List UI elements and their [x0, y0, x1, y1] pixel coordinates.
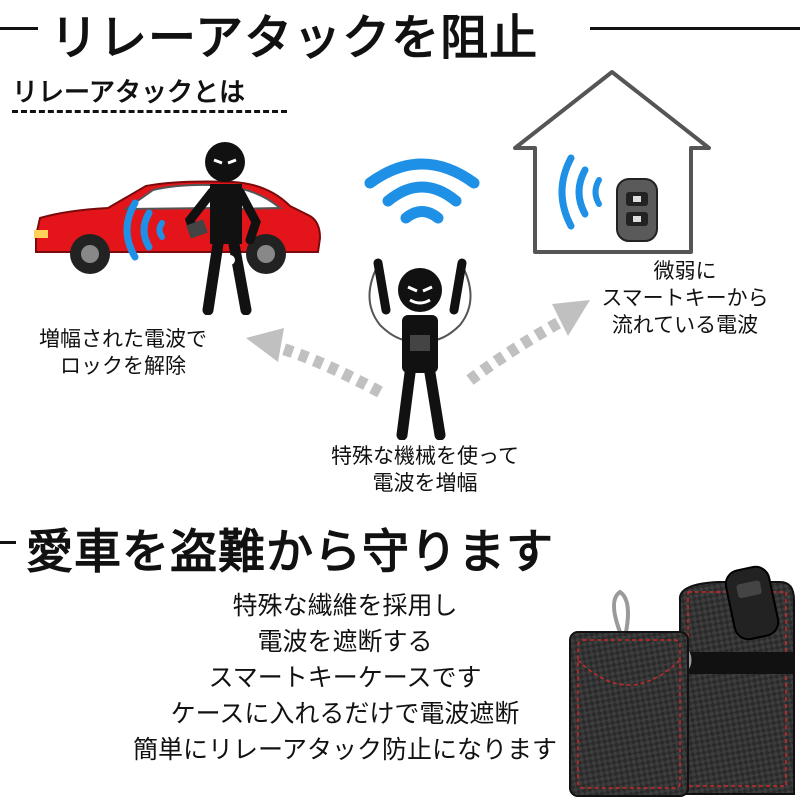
section-heading-underline	[12, 110, 287, 113]
wifi-icon	[364, 158, 480, 224]
title-rule-right	[590, 27, 800, 30]
section2-rule-left	[0, 541, 16, 544]
page-title: リレーアタックを阻止	[50, 10, 539, 66]
description-line: 電波を遮断する	[257, 627, 433, 656]
car-signal-wave-icon	[123, 199, 165, 261]
section2-title: 愛車を盗難から守ります	[26, 525, 554, 580]
arrow-key-to-thief-icon	[466, 300, 590, 385]
description-line: 特殊な繊維を採用し	[232, 591, 458, 620]
description-line: ケースに入れるだけで電波遮断	[170, 699, 520, 728]
arrow-thief-to-car-icon	[246, 328, 383, 398]
thief-with-amplifier-icon	[368, 258, 472, 440]
description-line: 簡単にリレーアタック防止になります	[132, 735, 557, 764]
title-rule-left	[0, 27, 38, 30]
caption-house: 微弱に スマートキーから 流れている電波	[601, 259, 769, 337]
caption-car: 増幅された電波で ロックを解除	[39, 327, 207, 378]
caption-thief: 特殊な機械を使って 電波を増幅	[331, 444, 519, 495]
thief-at-car-icon	[184, 142, 261, 315]
description-line: スマートキーケースです	[208, 663, 482, 692]
smart-key-icon	[616, 178, 658, 242]
pouch-icon	[569, 565, 795, 797]
key-signal-wave-icon	[558, 154, 602, 230]
section2-description: 特殊な繊維を採用し 電波を遮断する スマートキーケースです ケースに入れるだけで…	[90, 588, 600, 768]
section-heading-relay-attack: リレーアタックとは	[12, 78, 245, 108]
